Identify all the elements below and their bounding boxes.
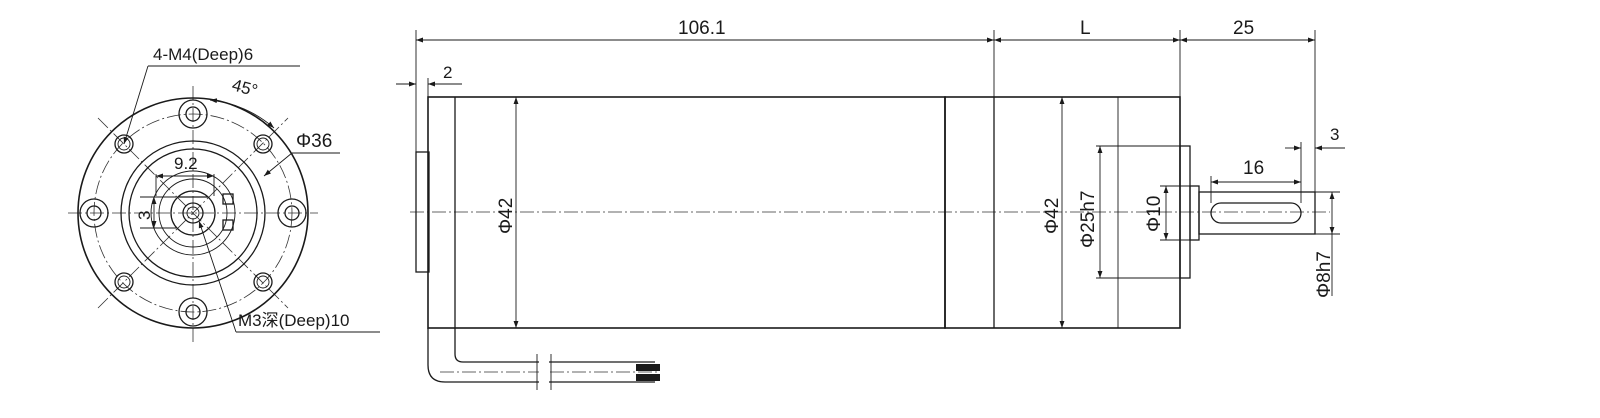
motor-dia-label: Φ42	[496, 198, 517, 234]
shaft-keyway	[1210, 202, 1302, 224]
bolt-circle-leader	[263, 152, 293, 177]
cable-break-gap	[539, 354, 549, 390]
angle-arc	[209, 98, 275, 129]
bolt-circle	[93, 113, 293, 313]
m4-hole-bottom-left	[114, 272, 134, 292]
output-shaft	[1198, 191, 1316, 235]
terminal-tab-lower	[222, 219, 234, 231]
bolt-circle-label: Φ36	[296, 131, 332, 152]
m4-hole-top-right	[253, 134, 273, 154]
center-thread-label: M3深(Deep)10	[238, 311, 350, 330]
hole-spec-leader	[123, 65, 149, 145]
center-thread-inner	[186, 206, 200, 220]
output-boss	[1189, 185, 1200, 241]
boss-dia-label: Φ10	[1144, 196, 1165, 232]
pilot-dia-label: Φ25h7	[1078, 191, 1099, 248]
cable-lead-upper	[636, 364, 660, 371]
cable-lead-lower	[636, 374, 660, 381]
front-view: 4-M4(Deep)6 45° Φ36 9.2 3 M3深(Deep)10	[68, 45, 380, 343]
angle-label: 45°	[230, 75, 260, 100]
motor-length-label: 106.1	[678, 18, 726, 39]
gearbox-dia-label: Φ42	[1042, 198, 1063, 234]
key-offset-label: 3	[1330, 125, 1339, 144]
flat-width-label: 9.2	[174, 154, 198, 173]
gearbox-length-label: L	[1080, 18, 1091, 39]
cable-outer	[427, 328, 655, 383]
end-cap-label: 2	[443, 63, 452, 82]
cable-inner	[454, 328, 655, 363]
terminal-tab-upper	[222, 193, 234, 205]
flat-offset-label: 3	[135, 211, 154, 220]
rear-cap-bump	[415, 151, 430, 273]
shaft-circle	[170, 190, 216, 236]
key-length-label: 16	[1243, 158, 1264, 179]
shaft-dia-label: Φ8h7	[1314, 251, 1335, 298]
shaft-length-label: 25	[1233, 18, 1254, 39]
hole-spec-label: 4-M4(Deep)6	[153, 45, 253, 64]
pilot-circle-inner	[128, 148, 258, 278]
side-view: 106.1 L 25 2 Φ42 Φ42 Φ25h7 Φ10 Φ8h7	[396, 18, 1345, 390]
boss-circle-inner	[158, 178, 228, 248]
pilot-circle-outer	[120, 140, 266, 286]
center-thread-outer	[182, 202, 204, 224]
mounting-hole-top	[178, 99, 208, 129]
m4-hole-bottom-right	[253, 272, 273, 292]
mounting-hole-bottom	[178, 297, 208, 327]
boss-circle-outer	[150, 170, 236, 256]
center-thread-leader	[198, 220, 237, 333]
mounting-hole-right	[277, 198, 307, 228]
mounting-hole-left	[79, 198, 109, 228]
front-outer-circle	[77, 97, 309, 329]
